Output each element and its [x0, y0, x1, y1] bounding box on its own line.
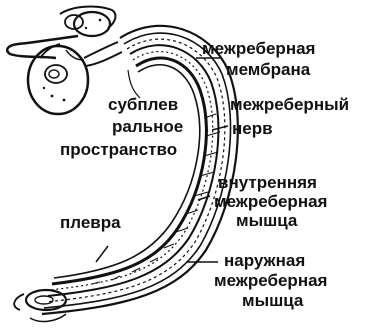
label-internal-intercostal-muscle: внутренняя межреберная мышца: [214, 173, 327, 230]
label-subpleural-space-line1: субплев: [108, 95, 178, 114]
label-intercostal-membrane: межреберная мембрана: [202, 39, 315, 79]
label-intercostal-nerve: межреберный нерв: [230, 95, 349, 138]
label-pleura-text: плевра: [60, 213, 121, 232]
label-internal-muscle-line3: мышца: [236, 211, 298, 230]
rib-arc: [14, 26, 238, 322]
label-external-muscle-line3: мышца: [242, 291, 304, 310]
label-subpleural-space-line3: пространство: [60, 140, 177, 159]
label-pleura: плевра: [60, 213, 121, 232]
vertebra-illustration: [7, 7, 122, 114]
label-subpleural-space-line2: ральное: [112, 117, 183, 136]
label-external-muscle-line1: наружная: [224, 251, 305, 270]
label-internal-muscle-line2: межреберная: [214, 192, 327, 211]
label-intercostal-nerve-line2: нерв: [232, 119, 273, 138]
label-external-muscle-line2: межреберная: [214, 271, 327, 290]
label-intercostal-nerve-line1: межреберный: [230, 95, 349, 114]
label-intercostal-membrane-line2: мембрана: [226, 60, 311, 79]
label-external-intercostal-muscle: наружная межреберная мышца: [214, 251, 327, 310]
label-internal-muscle-line1: внутренняя: [218, 173, 317, 192]
label-intercostal-membrane-line1: межреберная: [202, 39, 315, 58]
